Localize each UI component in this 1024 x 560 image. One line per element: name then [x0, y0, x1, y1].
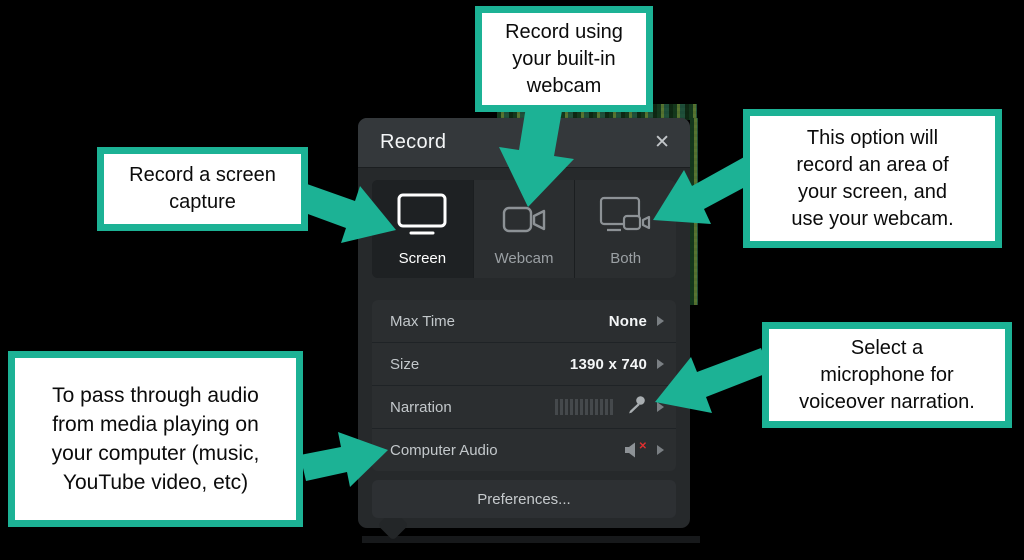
screen-monitor-icon: [396, 192, 448, 241]
callout-microphone: Select a microphone for voiceover narrat…: [762, 322, 1012, 428]
callout-computer-audio-line: from media playing on: [52, 413, 259, 436]
callout-both-line: This option will: [806, 126, 939, 149]
mode-screen-label: Screen: [398, 250, 447, 267]
computer-audio-label: Computer Audio: [390, 441, 498, 459]
muted-speaker-icon[interactable]: ✕: [624, 441, 647, 459]
callout-computer-audio-line: YouTube video, etc): [62, 471, 249, 494]
max-time-value: None: [608, 312, 647, 330]
panel-title: Record: [380, 131, 447, 153]
chevron-right-icon: [657, 359, 664, 369]
callout-both-line: your screen, and: [798, 180, 947, 203]
mode-webcam-label: Webcam: [494, 250, 554, 267]
callout-both-line: use your webcam.: [791, 207, 954, 230]
chevron-right-icon: [657, 316, 664, 326]
callout-screen-line: capture: [169, 191, 236, 213]
settings-group: Max Time None Size 1390 x 740 Narration: [372, 300, 676, 471]
callout-microphone-line: Select a: [850, 336, 924, 359]
callout-screen-line: Record a screen: [129, 164, 276, 186]
callout-webcam-line: Record using: [505, 20, 623, 43]
callout-computer-audio-line: To pass through audio: [52, 384, 259, 407]
callout-screen: Record a screen capture: [97, 147, 308, 231]
size-label: Size: [390, 355, 420, 373]
callout-webcam-line: your built-in: [512, 47, 616, 70]
mute-x-icon: ✕: [638, 441, 647, 452]
narration-label: Narration: [390, 398, 452, 416]
callout-both: This option will record an area of your …: [743, 109, 1002, 248]
microphone-icon[interactable]: [627, 395, 647, 420]
mode-webcam-button[interactable]: Webcam: [473, 180, 575, 278]
callout-microphone-line: microphone for: [820, 363, 954, 386]
computer-audio-row[interactable]: Computer Audio ✕: [372, 428, 676, 471]
callout-computer-audio: To pass through audio from media playing…: [8, 351, 303, 527]
mode-both-label: Both: [610, 250, 642, 267]
size-value: 1390 x 740: [569, 355, 647, 373]
webcam-camera-icon: [501, 204, 547, 241]
preferences-button[interactable]: Preferences...: [372, 480, 676, 518]
screen-and-webcam-icon: [599, 196, 653, 241]
mic-level-meter: [555, 399, 613, 415]
desktop-wallpaper-peek-right: [690, 118, 698, 305]
callout-both-line: record an area of: [796, 153, 949, 176]
narration-row[interactable]: Narration: [372, 385, 676, 428]
capture-mode-group: Screen Webcam: [372, 180, 676, 278]
size-row[interactable]: Size 1390 x 740: [372, 342, 676, 385]
close-icon: ✕: [654, 132, 670, 153]
callout-webcam: Record using your built-in webcam: [475, 6, 653, 112]
mode-both-button[interactable]: Both: [575, 180, 676, 278]
panel-header: Record ✕: [358, 118, 690, 168]
chevron-right-icon: [657, 402, 664, 412]
close-button[interactable]: ✕: [654, 133, 670, 152]
callout-microphone-line: voiceover narration.: [799, 390, 975, 413]
max-time-label: Max Time: [390, 312, 456, 330]
mode-screen-button[interactable]: Screen: [372, 180, 473, 278]
callout-computer-audio-line: your computer (music,: [51, 442, 260, 465]
max-time-row[interactable]: Max Time None: [372, 300, 676, 342]
record-panel: Record ✕ Screen: [358, 118, 690, 541]
callout-webcam-line: webcam: [526, 74, 602, 97]
chevron-right-icon: [657, 445, 664, 455]
window-edge-strip: [362, 536, 700, 543]
